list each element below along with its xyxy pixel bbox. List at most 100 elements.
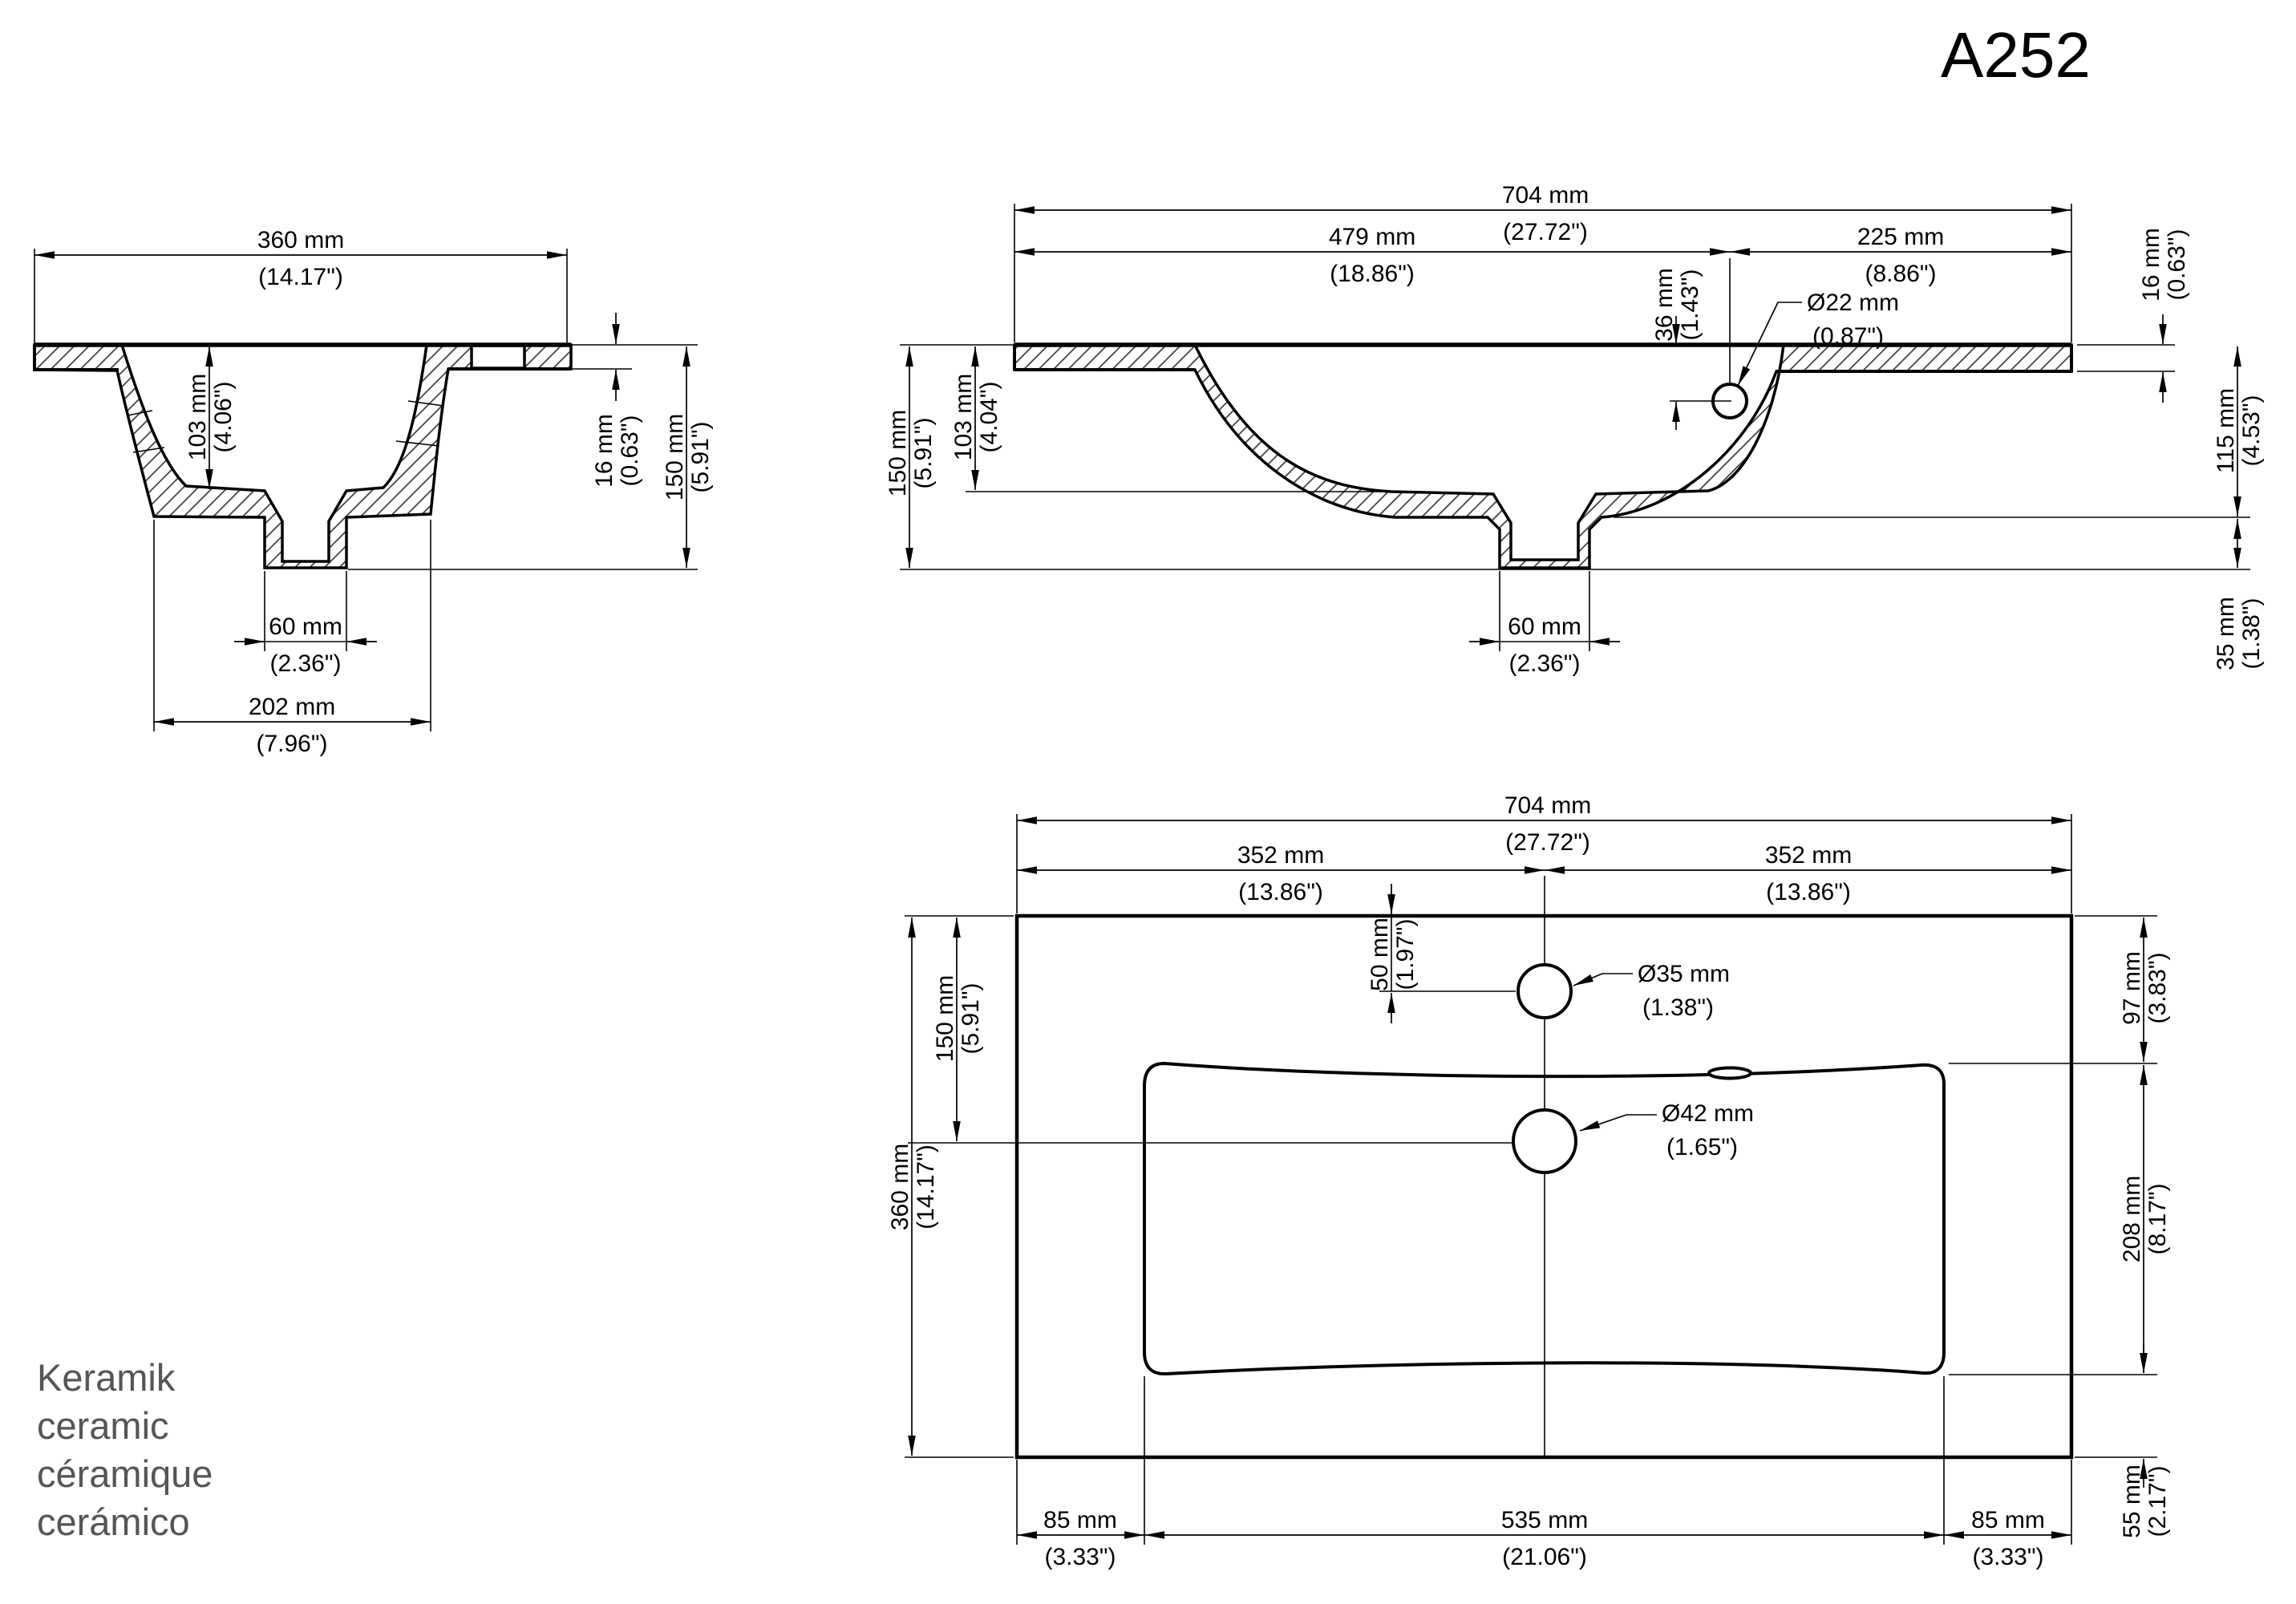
label-drain-diameter: Ø42 mm (1.65") [1579,1100,1754,1160]
svg-text:36 mm: 36 mm [1651,268,1678,342]
svg-text:535 mm: 535 mm [1501,1507,1588,1533]
svg-text:479 mm: 479 mm [1329,224,1415,250]
front-section-view: 704 mm (27.72") 479 mm (18.86") 225 mm (… [885,182,2265,677]
dim-front-deck: 16 mm (0.63") [2138,228,2190,403]
svg-text:(1.43"): (1.43") [1677,269,1703,340]
dim-front-height: 150 mm (5.91") [885,346,937,568]
dim-plan-basin-width: 535 mm (21.06") [1144,1507,1944,1570]
svg-text:(14.17"): (14.17") [258,264,343,290]
svg-text:(3.33"): (3.33") [1972,1544,2043,1570]
svg-text:360 mm: 360 mm [257,227,344,253]
svg-text:(7.96"): (7.96") [256,731,327,757]
svg-text:(1.65"): (1.65") [1666,1134,1738,1160]
svg-text:(2.36"): (2.36") [1508,650,1580,677]
svg-text:150 mm: 150 mm [662,414,688,500]
label-overflow-diameter: Ø22 mm (0.87") [1737,290,1899,387]
plan-basin-outline [1143,1061,1946,1376]
svg-text:(8.86"): (8.86") [1865,261,1936,287]
svg-text:(13.86"): (13.86") [1238,879,1323,905]
dim-side-deck: 16 mm (0.63") [591,313,643,488]
dim-plan-drain-offset: 150 mm (5.91") [932,917,984,1141]
svg-text:103 mm: 103 mm [184,374,211,460]
svg-text:(0.63"): (0.63") [2164,229,2190,300]
svg-text:352 mm: 352 mm [1765,842,1852,869]
side-wall-joint [127,410,153,416]
dim-front-clearance: 35 mm (1.38") [2213,519,2265,670]
dim-side-drain: 60 mm (2.36") [234,614,377,677]
svg-text:(13.86"): (13.86") [1766,879,1851,905]
svg-text:50 mm: 50 mm [1367,917,1393,991]
svg-text:202 mm: 202 mm [249,694,335,720]
svg-text:115 mm: 115 mm [2213,388,2239,473]
svg-text:(21.06"): (21.06") [1502,1544,1587,1570]
side-section-view: 360 mm (14.17") 103 mm (4.06") 16 mm (0.… [33,227,714,757]
svg-text:225 mm: 225 mm [1857,224,1944,250]
dim-front-overflow-drop: 36 mm (1.43") [1651,268,1703,430]
svg-text:103 mm: 103 mm [950,374,977,460]
dim-front-overflow-left: 479 mm (18.86") [1014,224,1730,287]
svg-text:(5.91"): (5.91") [910,417,937,488]
svg-text:704 mm: 704 mm [1504,792,1591,819]
overflow-slot [1707,1066,1752,1080]
svg-text:150 mm: 150 mm [932,975,958,1062]
svg-text:60 mm: 60 mm [269,614,342,640]
svg-text:60 mm: 60 mm [1508,614,1581,640]
svg-text:150 mm: 150 mm [885,410,911,496]
svg-text:704 mm: 704 mm [1502,182,1589,209]
dim-plan-depth: 360 mm (14.17") [887,917,939,1456]
material-line-en: ceramic [37,1404,169,1447]
dim-side-width: 360 mm (14.17") [34,227,567,290]
front-ceramic-shell [1013,343,2073,569]
side-ceramic-shell [33,343,573,569]
dim-plan-basin-depth: 208 mm (8.17") [2119,1065,2171,1373]
dim-plan-top-margin: 97 mm (3.83") [2119,917,2171,1062]
dim-plan-half-left: 352 mm (13.86") [1017,842,1545,905]
svg-text:(1.38"): (1.38") [1642,994,1714,1021]
material-text-block: Keramik ceramic céramique cerámico [37,1356,213,1543]
svg-text:(2.36"): (2.36") [269,650,341,677]
svg-text:(5.91"): (5.91") [687,421,714,492]
svg-text:(8.17"): (8.17") [2144,1183,2171,1254]
svg-text:208 mm: 208 mm [2119,1176,2145,1262]
svg-text:16 mm: 16 mm [591,414,618,488]
svg-text:Ø42 mm: Ø42 mm [1662,1100,1754,1127]
label-faucet-diameter: Ø35 mm (1.38") [1573,961,1730,1021]
dim-plan-faucet-offset: 50 mm (1.97") [1367,884,1419,1023]
material-line-es: cerámico [37,1501,190,1543]
svg-text:(27.72"): (27.72") [1505,829,1590,856]
svg-text:360 mm: 360 mm [887,1144,913,1230]
dim-front-width: 704 mm (27.72") [1014,182,2071,245]
faucet-hole [1516,963,1573,1019]
svg-text:16 mm: 16 mm [2138,228,2164,302]
side-wall-joint [132,447,165,453]
svg-text:85 mm: 85 mm [1043,1507,1117,1533]
svg-text:(4.53"): (4.53") [2238,395,2265,466]
svg-text:(3.33"): (3.33") [1044,1544,1116,1570]
svg-text:(14.17"): (14.17") [913,1144,939,1229]
svg-text:(4.04"): (4.04") [976,381,1002,452]
dim-front-under: 115 mm (4.53") [2213,346,2265,516]
svg-text:(18.86"): (18.86") [1330,261,1415,287]
svg-text:(27.72"): (27.72") [1503,219,1588,245]
svg-text:85 mm: 85 mm [1971,1507,2045,1533]
dim-front-overflow-right: 225 mm (8.86") [1730,224,2071,287]
svg-text:(4.06"): (4.06") [210,381,237,452]
svg-text:(3.83"): (3.83") [2144,952,2171,1023]
page-title: A252 [1941,19,2091,91]
svg-text:55 mm: 55 mm [2119,1464,2145,1538]
side-wall-joint [395,440,439,447]
svg-text:(2.17"): (2.17") [2144,1465,2171,1537]
svg-text:97 mm: 97 mm [2119,951,2145,1025]
dim-plan-margin-left: 85 mm (3.33") [1017,1507,1144,1570]
dim-side-height: 150 mm (5.91") [662,346,714,568]
dim-front-depth: 103 mm (4.04") [950,346,1002,490]
svg-text:Ø22 mm: Ø22 mm [1807,290,1899,316]
dim-plan-margin-right: 85 mm (3.33") [1944,1507,2071,1570]
side-wall-joint [407,400,444,407]
svg-text:(0.63"): (0.63") [617,415,643,486]
svg-text:(0.87"): (0.87") [1812,323,1884,350]
dim-front-drain: 60 mm (2.36") [1469,614,1620,677]
svg-text:(5.91"): (5.91") [958,982,984,1054]
